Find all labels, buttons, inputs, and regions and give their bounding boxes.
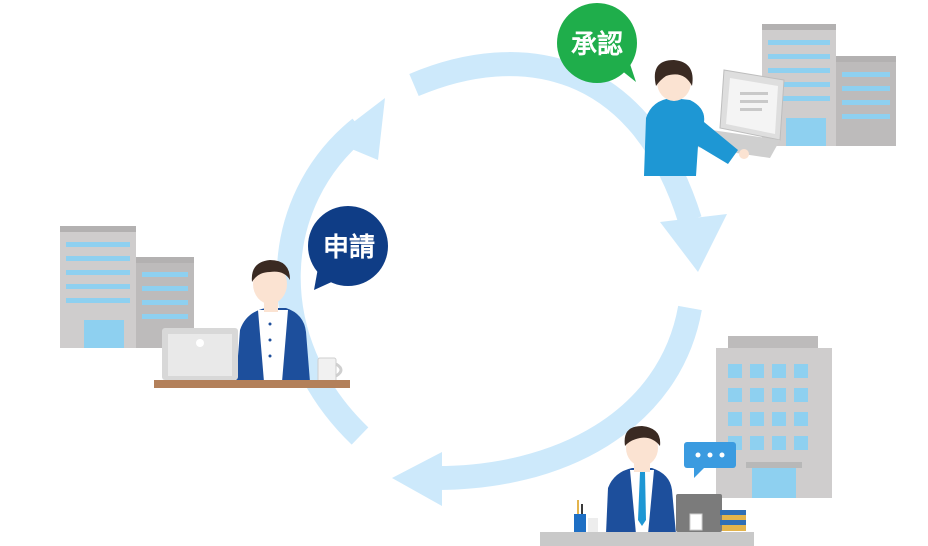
- third-person-desk-icon: [540, 426, 754, 546]
- application-label: 申請: [323, 232, 375, 263]
- applicant-person-desk-icon: [154, 260, 350, 388]
- arrow-top-head: [660, 214, 727, 272]
- approval-bubble: 承認: [557, 3, 637, 83]
- application-bubble: 申請: [308, 206, 388, 290]
- bottom-right-office-building: [716, 336, 832, 498]
- approver-person-laptop-icon: [644, 60, 785, 176]
- chat-bubble-icon: [684, 442, 736, 478]
- approval-label: 承認: [571, 29, 623, 60]
- arrow-right-head: [392, 452, 442, 506]
- arrow-right: [429, 305, 702, 491]
- arrow-left-head: [330, 98, 385, 160]
